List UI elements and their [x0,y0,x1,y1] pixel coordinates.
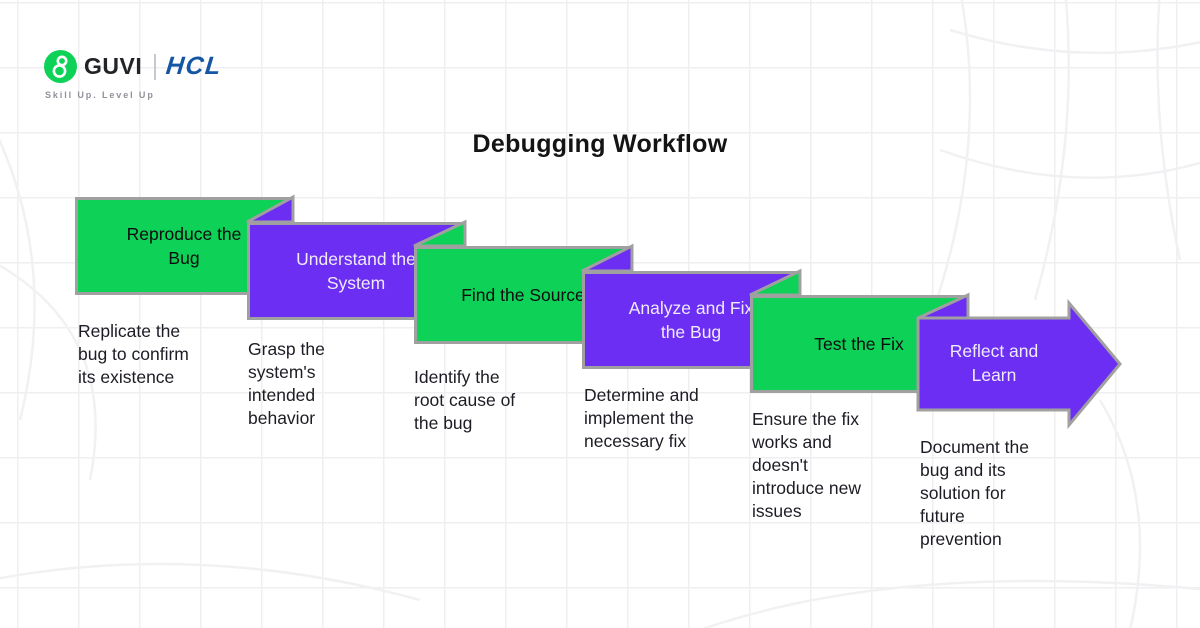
step-label: Find the Source [461,285,585,305]
step-label: Understand the System [296,249,416,293]
brand-name: GUVI [84,53,143,79]
step-label: Reproduce the Bug [126,224,242,268]
arrow-shape [916,298,1122,430]
step-label: Test the Fix [814,334,904,354]
step-description: Document the bug and its solution for fu… [920,437,1029,549]
step-description: Determine and implement the necessary fi… [584,385,699,451]
guvi-logo-icon [44,50,77,83]
step-label: Reflect and Learn [949,341,1039,385]
partner-logo: HCL [164,52,224,80]
step-description: Replicate the bug to confirm its existen… [78,321,189,387]
step-label: Analyze and Fix the Bug [628,298,754,342]
brand-tagline: Skill Up. Level Up [45,90,155,100]
logo-block: GUVI HCL Skill Up. Level Up [44,50,224,100]
step-box: Reflect and Learn [919,318,1069,408]
step-description: Identify the root cause of the bug [414,367,516,433]
step-description: Ensure the fix works and doesn't introdu… [752,409,861,521]
logo-divider [154,53,157,80]
step-description: Grasp the system's intended behavior [248,339,325,428]
page-title: Debugging Workflow [472,130,728,158]
